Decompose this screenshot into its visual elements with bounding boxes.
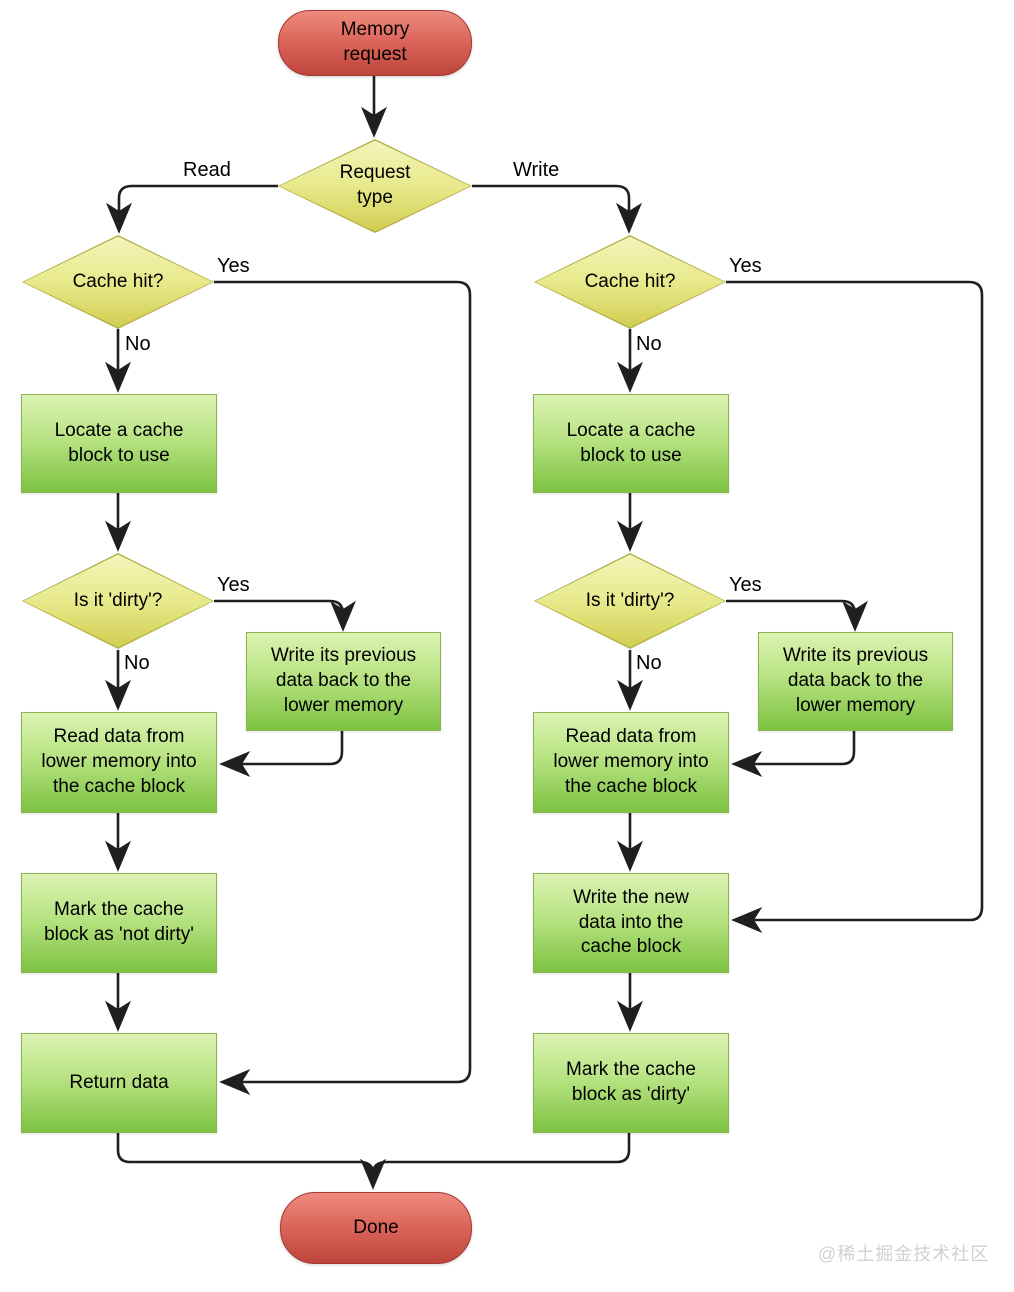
node-label: Mark the cache block as 'not dirty' [44,899,194,945]
edge-write-back-read-to-read-lower [219,729,344,777]
watermark-text: @稀土掘金技术社区 [818,1244,990,1264]
process-locate-block-write: Locate a cache block to use [533,394,729,493]
decision-cache-hit-read: Cache hit? [22,235,214,329]
node-label: Memory request [340,19,410,65]
edge-label-read: Read [183,159,231,181]
edge-label-cache-hit-write-no: No [636,333,662,355]
decision-is-dirty-read: Is it 'dirty'? [22,553,214,649]
edge-label-is-dirty-write-no: No [636,652,662,674]
node-label: Read data from lower memory into the cac… [41,726,197,797]
node-label: Done [353,1216,399,1238]
process-read-lower-write: Read data from lower memory into the cac… [533,712,729,813]
decision-is-dirty-write: Is it 'dirty'? [534,553,726,649]
process-read-lower-read: Read data from lower memory into the cac… [21,712,217,813]
terminal-done: Done [280,1192,472,1264]
edge-label-is-dirty-read-yes: Yes [217,574,250,596]
edge-label-is-dirty-read-no: No [124,652,150,674]
edge-label-cache-hit-read-no: No [125,333,151,355]
node-label: Read data from lower memory into the cac… [553,726,709,797]
node-label: Mark the cache block as 'dirty' [566,1059,696,1105]
process-write-back-read: Write its previous data back to the lowe… [246,632,441,731]
node-label: Write the new data into the cache block [573,886,689,958]
edge-label-cache-hit-read-yes: Yes [217,255,250,277]
terminal-memory-request: Memory request [278,10,472,76]
decision-cache-hit-write: Cache hit? [534,235,726,329]
node-label: Write its previous data back to the lowe… [270,645,417,716]
node-label: Cache hit? [584,270,676,292]
node-label: Is it 'dirty'? [585,589,675,611]
node-label: Return data [69,1071,169,1093]
process-return-data: Return data [21,1033,217,1133]
node-label: Locate a cache block to use [566,419,696,466]
node-label: Cache hit? [72,270,164,292]
edge-request-type-read [106,184,278,234]
edge-write-back-write-to-read-lower [731,729,856,777]
process-mark-dirty: Mark the cache block as 'dirty' [533,1033,729,1133]
edge-dirty-read-yes [214,599,356,632]
edge-return-data-to-done [116,1131,386,1190]
edge-label-cache-hit-write-yes: Yes [729,255,762,277]
process-mark-not-dirty: Mark the cache block as 'not dirty' [21,873,217,973]
node-label: Request type [339,162,411,208]
node-label: Write its previous data back to the lowe… [782,645,929,716]
edge-label-is-dirty-write-yes: Yes [729,574,762,596]
edge-cache-hit-write-yes [726,280,984,933]
edge-request-type-write [472,184,642,234]
node-label: Is it 'dirty'? [73,589,163,611]
edge-dirty-write-yes [726,599,868,632]
process-locate-block-read: Locate a cache block to use [21,394,217,493]
edge-mark-dirty-to-done [371,1131,631,1175]
edge-label-write: Write [513,159,560,181]
node-label: Locate a cache block to use [54,419,184,466]
decision-request-type: Request type [278,139,472,233]
process-write-new-data: Write the new data into the cache block [533,873,729,973]
process-write-back-write: Write its previous data back to the lowe… [758,632,953,731]
